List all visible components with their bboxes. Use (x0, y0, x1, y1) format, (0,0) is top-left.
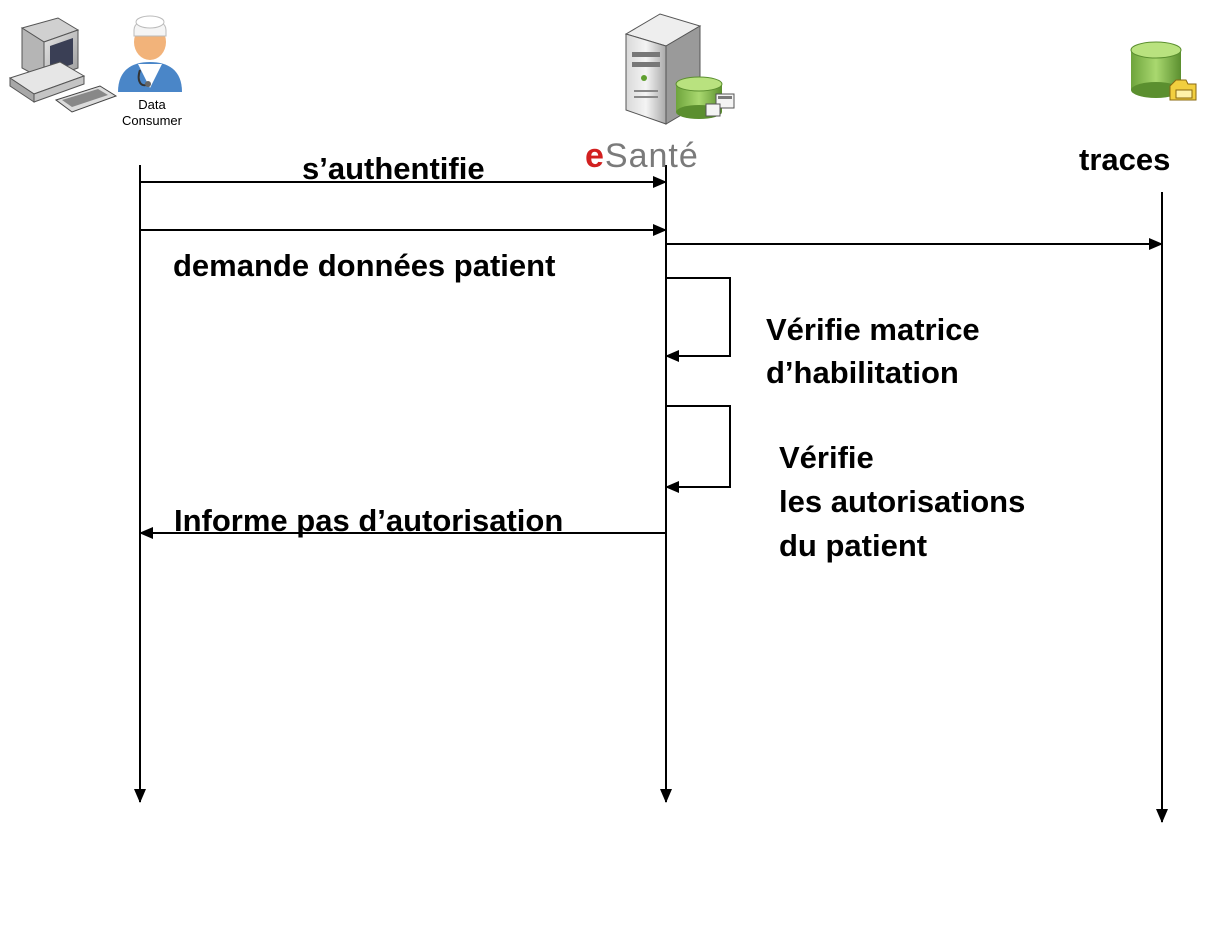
database-icon (675, 76, 735, 119)
check-consent-label-line1: Vérifie (779, 440, 874, 475)
check-consent-label-line3: du patient (779, 528, 928, 563)
desktop-computer-icon (8, 17, 118, 113)
check-consent-label-line2: les autorisations (779, 484, 1026, 519)
check-matrix-self-arrow (665, 277, 731, 362)
consumer-label-line1: Data (138, 97, 166, 112)
check-consent-self-arrow (665, 405, 731, 493)
consumer-label-line2: Consumer (122, 113, 182, 128)
esante-logo-e: e (585, 137, 605, 175)
authenticate-label: s’authentifie (302, 151, 485, 186)
traces-label: traces (1079, 142, 1171, 177)
esante-logo: eSanté (585, 136, 699, 176)
doctor-icon (118, 15, 182, 92)
request-patient-data-label: demande données patient (173, 248, 556, 283)
database-folder-icon (1130, 41, 1197, 101)
inform-no-authorization-label: Informe pas d’autorisation (174, 503, 564, 538)
esante-logo-text: Santé (604, 137, 699, 175)
check-matrix-label-line2: d’habilitation (766, 355, 959, 390)
check-matrix-label-line1: Vérifie matrice (766, 312, 980, 347)
